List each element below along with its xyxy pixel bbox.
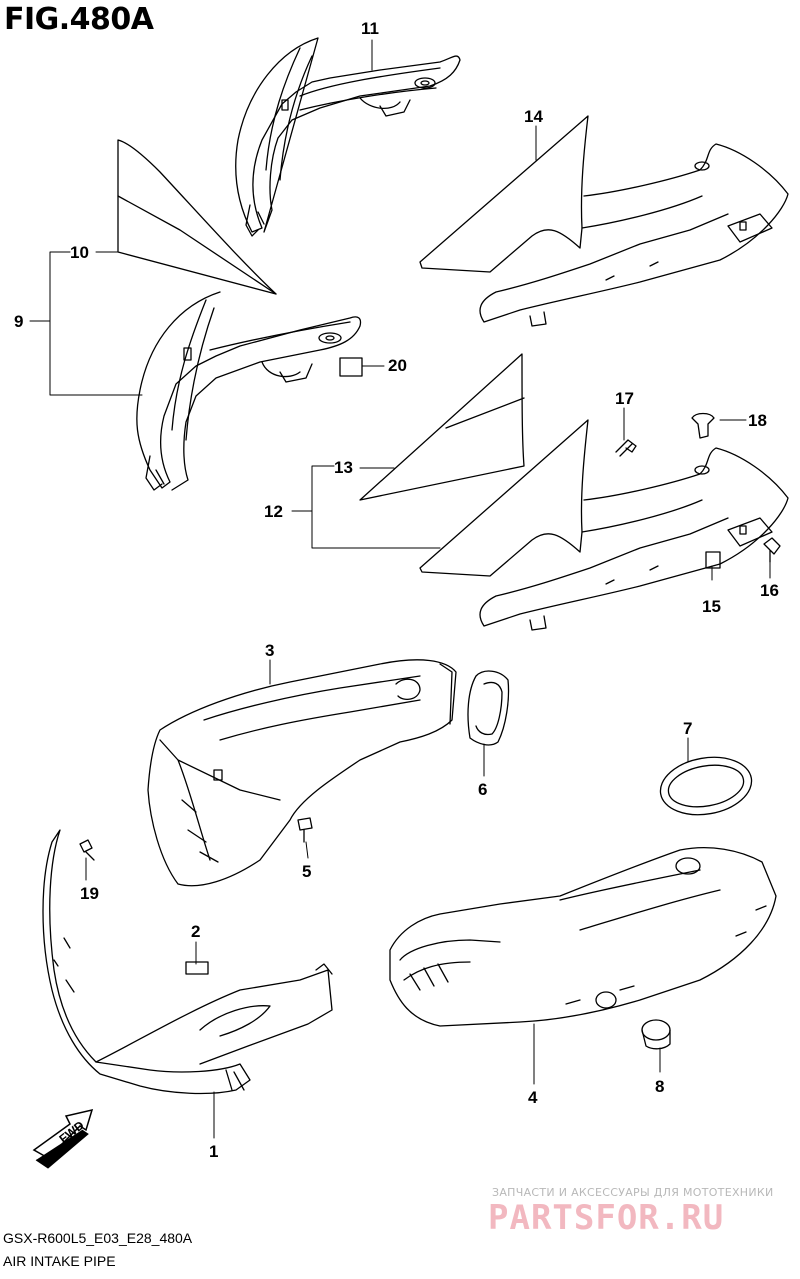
part-10-decal [117, 139, 277, 295]
callout-16: 16 [760, 581, 779, 600]
callout-6: 6 [478, 780, 487, 799]
callout-7: 7 [683, 719, 692, 738]
figure-caption: AIR INTAKE PIPE [3, 1253, 116, 1269]
part-7-seal [659, 756, 753, 816]
fwd-direction-arrow: FWD [32, 1108, 94, 1169]
part-6-seal-ring [467, 670, 510, 746]
callout-14: 14 [524, 107, 543, 126]
callout-15: 15 [702, 597, 721, 616]
part-19-screw [79, 839, 95, 861]
part-15-grommet [705, 551, 721, 569]
part-8-grommet [641, 1019, 671, 1050]
part-20-sticker [339, 357, 363, 377]
part-16-fastener [763, 537, 781, 563]
part-18-clip [691, 412, 715, 439]
watermark-subtitle: ЗАПЧАСТИ И АКСЕССУАРЫ ДЛЯ МОТОТЕХНИКИ [492, 1186, 774, 1199]
part-9-duct-cover-assembly [136, 291, 362, 491]
part-2-sticker [185, 961, 209, 975]
callout-11: 11 [361, 19, 379, 38]
part-14-side-duct-cover [419, 115, 789, 327]
callout-labels: 11 10 9 20 14 17 18 13 12 15 16 3 6 5 7 … [14, 19, 779, 1161]
part-11-duct-cover-upper [235, 37, 461, 237]
callout-9: 9 [14, 312, 23, 331]
leader-lines [29, 39, 771, 1139]
callout-2: 2 [191, 922, 200, 941]
part-1-front-duct [42, 829, 333, 1095]
callout-19: 19 [80, 884, 99, 903]
part-13-decal [359, 353, 525, 501]
callout-13: 13 [334, 458, 353, 477]
figure-code: GSX-R600L5_E03_E28_480A [3, 1230, 193, 1246]
callout-20: 20 [388, 356, 407, 375]
part-3-intake-pipe-left [147, 659, 457, 887]
part-5-screw [297, 817, 313, 843]
callout-5: 5 [302, 862, 311, 881]
callout-10: 10 [70, 243, 89, 262]
part-4-intake-pipe-right [389, 847, 777, 1027]
callout-3: 3 [265, 641, 274, 660]
callout-12: 12 [264, 502, 283, 521]
watermark-brand: PARTSFOR.RU [488, 1198, 725, 1238]
figure-title: FIG.480A [4, 2, 154, 37]
callout-1: 1 [209, 1142, 218, 1161]
callout-8: 8 [655, 1077, 664, 1096]
callout-18: 18 [748, 411, 767, 430]
callout-4: 4 [528, 1088, 538, 1107]
callout-17: 17 [615, 389, 634, 408]
part-12-side-duct-cover-assembly [419, 419, 789, 631]
part-17-screw [615, 439, 637, 457]
